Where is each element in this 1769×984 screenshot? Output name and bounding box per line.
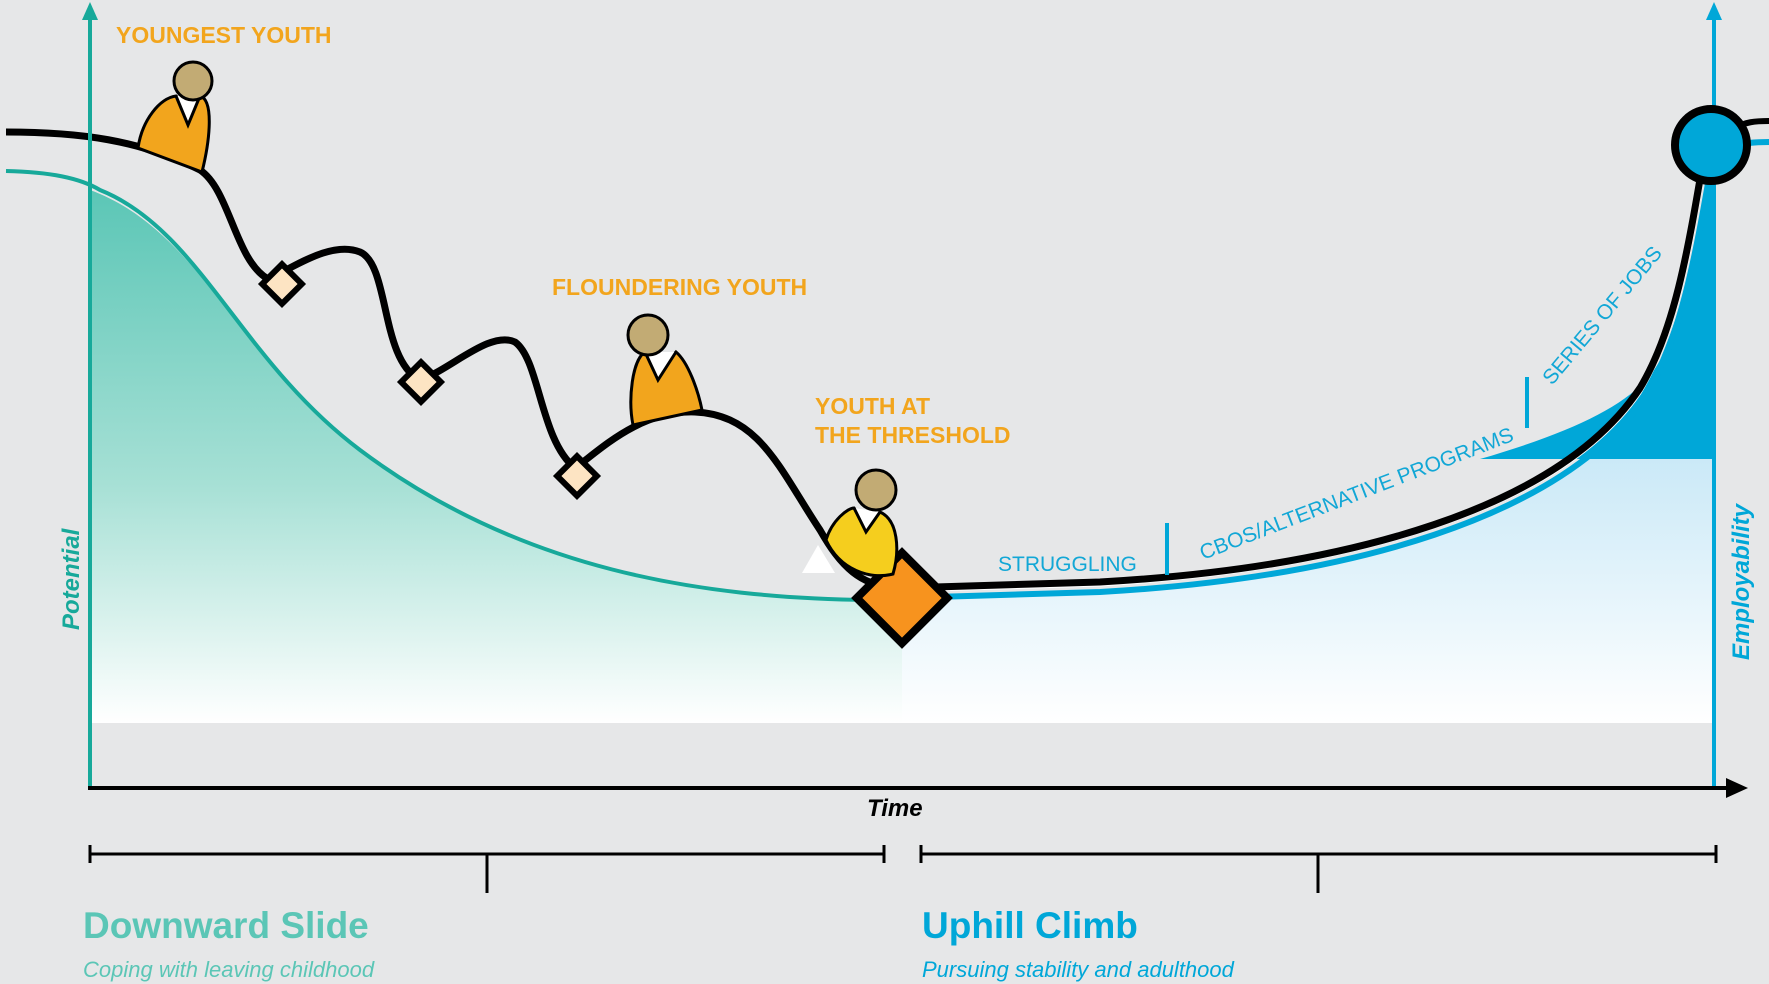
potential-area <box>90 190 902 723</box>
floundering-youth-label: FLOUNDERING YOUTH <box>552 274 807 300</box>
downward-slide-bracket <box>88 845 886 893</box>
stage-struggling-label: STRUGGLING <box>998 553 1137 576</box>
employability-axis-label: Employability <box>1728 502 1755 660</box>
threshold-youth-label-line2: THE THRESHOLD <box>815 422 1011 448</box>
left-axis-arrow-icon <box>82 2 98 20</box>
right-axis-arrow-icon <box>1706 2 1722 20</box>
downward-slide-title: Downward Slide <box>83 905 369 946</box>
youngest-youth-figure-icon <box>136 60 214 174</box>
youngest-youth-label: YOUNGEST YOUTH <box>116 22 332 48</box>
potential-axis-label: Potential <box>58 527 85 630</box>
uphill-climb-bracket <box>919 845 1718 893</box>
floundering-youth-figure-icon <box>626 313 704 427</box>
employability-goal-circle <box>1671 105 1751 185</box>
time-axis-arrow-icon <box>1726 778 1748 798</box>
milestone-diamond <box>396 357 446 407</box>
uphill-climb-subtitle: Pursuing stability and adulthood <box>922 957 1235 982</box>
milestone-diamond <box>552 451 602 501</box>
milestone-diamond <box>257 259 307 309</box>
uphill-climb-title: Uphill Climb <box>922 905 1138 946</box>
threshold-youth-figure-icon <box>802 468 899 578</box>
time-axis-label: Time <box>867 795 923 822</box>
employability-area <box>902 160 1712 723</box>
downward-slide-subtitle: Coping with leaving childhood <box>83 957 375 982</box>
potential-curve <box>5 169 871 602</box>
threshold-youth-label-line1: YOUTH AT <box>815 393 930 419</box>
